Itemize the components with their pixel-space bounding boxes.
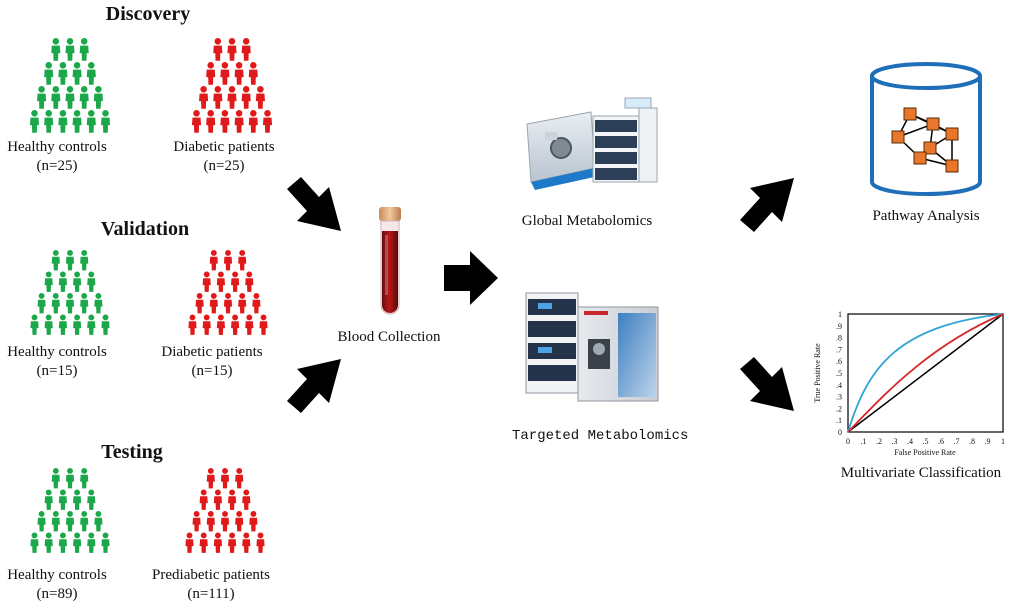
roc-x-tick-label: .7	[954, 437, 960, 446]
group-label-name: Diabetic patients	[161, 344, 263, 360]
person-icon	[29, 37, 111, 133]
section-title-validation: Validation	[100, 218, 190, 240]
roc-y-tick-label: .2	[836, 404, 842, 413]
mass-spectrometer-icon	[525, 292, 659, 402]
roc-y-axis-label: True Positive Rate	[813, 343, 822, 403]
roc-x-tick-label: .4	[907, 437, 913, 446]
group-label-count: (n=15)	[191, 363, 233, 379]
section-title-discovery: Discovery	[105, 3, 191, 25]
roc-y-tick-label: .3	[836, 393, 842, 402]
group-label: Healthy controls (n=15)	[0, 343, 114, 381]
roc-y-tick-label: 1	[838, 310, 842, 319]
group-label-name: Diabetic patients	[173, 139, 275, 155]
diabetic-patients-group-icon	[178, 249, 278, 336]
group-label: Diabetic patients (n=25)	[164, 138, 284, 176]
roc-y-tick-label: .5	[836, 369, 842, 378]
group-label: Prediabetic patients (n=111)	[146, 566, 276, 604]
group-label-name: Healthy controls	[7, 139, 107, 155]
roc-x-tick-label: .6	[938, 437, 944, 446]
group-label-name: Healthy controls	[7, 344, 107, 360]
group-label: Diabetic patients (n=15)	[152, 343, 272, 381]
roc-y-tick-label: .9	[836, 322, 842, 331]
roc-y-tick-label: .8	[836, 334, 842, 343]
blood-tube-icon	[379, 207, 401, 315]
database-icon	[870, 62, 982, 196]
roc-x-tick-label: 0	[846, 437, 850, 446]
arrow-icon	[287, 359, 341, 413]
group-label-count: (n=25)	[36, 158, 78, 174]
global-metabolomics-label: Global Metabolomics	[521, 213, 653, 229]
roc-curve-icon: 0 .1 .2 .3 .4 .5 .6 .7 .8 .9 1 0 .1 .2 .3 .4 .5 .6 .7 .8 .9…	[813, 310, 1005, 457]
diabetic-patients-group-icon	[182, 37, 282, 134]
roc-y-tick-label: 0	[838, 428, 842, 437]
healthy-controls-group-icon	[20, 467, 120, 554]
roc-x-tick-label: .8	[969, 437, 975, 446]
mass-spectrometer-icon	[526, 97, 658, 190]
roc-x-tick-label: 1	[1001, 437, 1005, 446]
roc-x-tick-label: .2	[876, 437, 882, 446]
group-label-count: (n=111)	[187, 586, 235, 602]
multivariate-classification-label: Multivariate Classification	[840, 465, 1002, 481]
group-label-count: (n=15)	[36, 363, 78, 379]
arrow-icon	[444, 251, 498, 305]
roc-y-tick-label: .4	[836, 381, 842, 390]
group-label-count: (n=89)	[36, 586, 78, 602]
person-icon	[188, 249, 268, 335]
roc-x-axis-label: False Positive Rate	[894, 448, 956, 457]
roc-y-tick-label: .1	[836, 416, 842, 425]
person-icon	[185, 467, 265, 553]
group-label-name: Healthy controls	[7, 567, 107, 583]
roc-y-tick-label: .6	[836, 357, 842, 366]
person-icon	[30, 467, 110, 553]
roc-x-tick-label: .5	[923, 437, 929, 446]
arrow-icon	[287, 177, 341, 231]
group-label-count: (n=25)	[203, 158, 245, 174]
arrow-icon	[740, 178, 794, 232]
arrow-icon	[740, 357, 794, 411]
targeted-metabolomics-label: Targeted Metabolomics	[512, 428, 689, 444]
roc-x-tick-label: .3	[892, 437, 898, 446]
pathway-analysis-label: Pathway Analysis	[872, 208, 980, 224]
group-label: Healthy controls (n=89)	[0, 566, 114, 604]
blood-collection-label: Blood Collection	[337, 329, 441, 345]
person-icon	[30, 249, 110, 335]
healthy-controls-group-icon	[20, 37, 120, 134]
section-title-testing: Testing	[101, 441, 163, 463]
roc-y-tick-label: .7	[836, 345, 842, 354]
group-label: Healthy controls (n=25)	[0, 138, 114, 176]
prediabetic-patients-group-icon	[175, 467, 275, 554]
healthy-controls-group-icon	[20, 249, 120, 336]
roc-x-tick-label: .9	[985, 437, 991, 446]
roc-x-tick-label: .1	[861, 437, 867, 446]
group-label-name: Prediabetic patients	[152, 567, 270, 583]
person-icon	[191, 37, 273, 133]
